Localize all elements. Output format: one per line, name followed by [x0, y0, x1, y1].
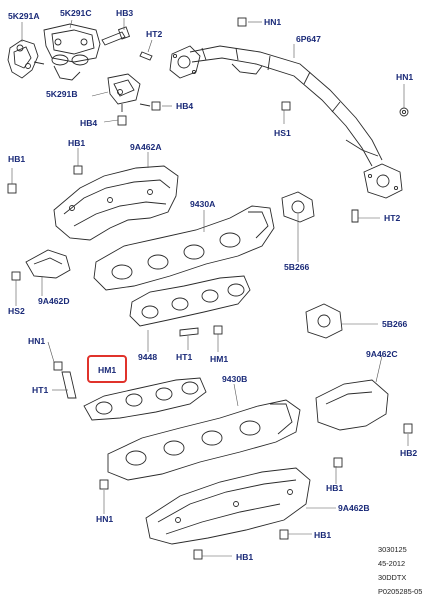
heat-shield-9A462A: [53, 165, 179, 241]
nut-hn1-top: [237, 17, 247, 27]
stud-ht1-mid: [179, 327, 199, 337]
label-hb1-upper: HB1: [68, 138, 85, 148]
egr-valve-bracket-5K291A: [7, 39, 45, 79]
label-9A462B: 9A462B: [338, 503, 370, 513]
egr-pipe-6P647: [189, 45, 383, 167]
label-9430A: 9430A: [190, 199, 215, 209]
label-hb1-bottom: HB1: [236, 552, 253, 562]
label-9448: 9448: [138, 352, 157, 362]
label-hm1-highlight: HM1: [98, 365, 116, 375]
gasket-9448-lower: [83, 377, 207, 421]
bolt-hb1-left: [7, 183, 17, 194]
gasket-9448-upper: [129, 275, 251, 327]
label-9A462D: 9A462D: [38, 296, 70, 306]
nut-hm1-mid: [213, 325, 223, 335]
heat-shield-9A462B: [145, 467, 311, 545]
label-hn1-bottom: HN1: [96, 514, 113, 524]
label-ht2-top: HT2: [146, 29, 162, 39]
spacer-hs1: [281, 101, 291, 111]
label-6P647: 6P647: [296, 34, 321, 44]
heat-shield-9A462C: [315, 379, 389, 431]
highlight-box-hm1: [87, 355, 127, 383]
bolt-hb2: [403, 423, 413, 434]
gasket-5B266-lower: [305, 303, 343, 339]
label-hs1: HS1: [274, 128, 291, 138]
label-hb1-lowmid: HB1: [326, 483, 343, 493]
heat-shield-9A462D: [25, 249, 71, 279]
label-5K291C: 5K291C: [60, 8, 92, 18]
label-5B266-lower: 5B266: [382, 319, 408, 329]
diagram-code-block: 3030125 45-2012 30DDTX P0205285-05: [378, 545, 422, 596]
label-hb4-mid: HB4: [176, 101, 193, 111]
leader-lines: [11, 18, 409, 557]
label-hb3: HB3: [116, 8, 133, 18]
label-hb1-lowright: HB1: [314, 530, 331, 540]
bolt-hb1-bottom: [193, 549, 203, 560]
bolt-hb1-lowright: [279, 529, 289, 540]
label-hn1-right: HN1: [396, 72, 413, 82]
label-hn1-top: HN1: [264, 17, 281, 27]
exhaust-manifold-9430A: [93, 205, 275, 291]
callout-labels: 5K291A 5K291C HB3 HN1 HT2 6P647 HN1 5K29…: [8, 8, 417, 562]
nut-hn1-midleft: [53, 361, 63, 371]
label-9430B: 9430B: [222, 374, 247, 384]
pipe-flange-top: [169, 45, 201, 79]
bracket-5K291B: [107, 73, 141, 105]
label-5B266-upper: 5B266: [284, 262, 310, 272]
label-9A462A: 9A462A: [130, 142, 162, 152]
bolt-hb1-lowmid: [333, 457, 343, 468]
stud-ht1-left: [61, 371, 77, 399]
exhaust-manifold-9430B: [107, 399, 301, 481]
stud-ht2-top: [139, 51, 153, 61]
nut-hn1-bottom: [99, 479, 109, 490]
bolt-hb4-mid: [139, 101, 161, 111]
label-ht2-mid: HT2: [384, 213, 400, 223]
pipe-flange-bottom: [363, 163, 403, 199]
spacer-hs2: [11, 271, 21, 281]
label-5K291A: 5K291A: [8, 11, 40, 21]
label-hs2: HS2: [8, 306, 25, 316]
code-line-1: 3030125: [378, 545, 407, 554]
label-5K291B: 5K291B: [46, 89, 78, 99]
label-hm1-mid: HM1: [210, 354, 228, 364]
stud-ht2-mid: [351, 209, 359, 223]
label-9A462C: 9A462C: [366, 349, 398, 359]
egr-cooler-5K291C: [43, 23, 101, 81]
nut-hn1-right: [399, 107, 409, 117]
bolt-hb1-upper: [73, 165, 83, 175]
bolt-hb4-left: [117, 104, 127, 126]
label-hn1-midleft: HN1: [28, 336, 45, 346]
bolt-hb3: [101, 26, 131, 46]
label-ht1-mid: HT1: [176, 352, 192, 362]
label-hb1-left: HB1: [8, 154, 25, 164]
code-line-4: P0205285-05: [378, 587, 422, 596]
label-ht1-left: HT1: [32, 385, 48, 395]
code-line-3: 30DDTX: [378, 573, 406, 582]
code-line-2: 45-2012: [378, 559, 405, 568]
gasket-5B266-upper: [281, 191, 315, 223]
label-hb4-left: HB4: [80, 118, 97, 128]
label-hb2: HB2: [400, 448, 417, 458]
